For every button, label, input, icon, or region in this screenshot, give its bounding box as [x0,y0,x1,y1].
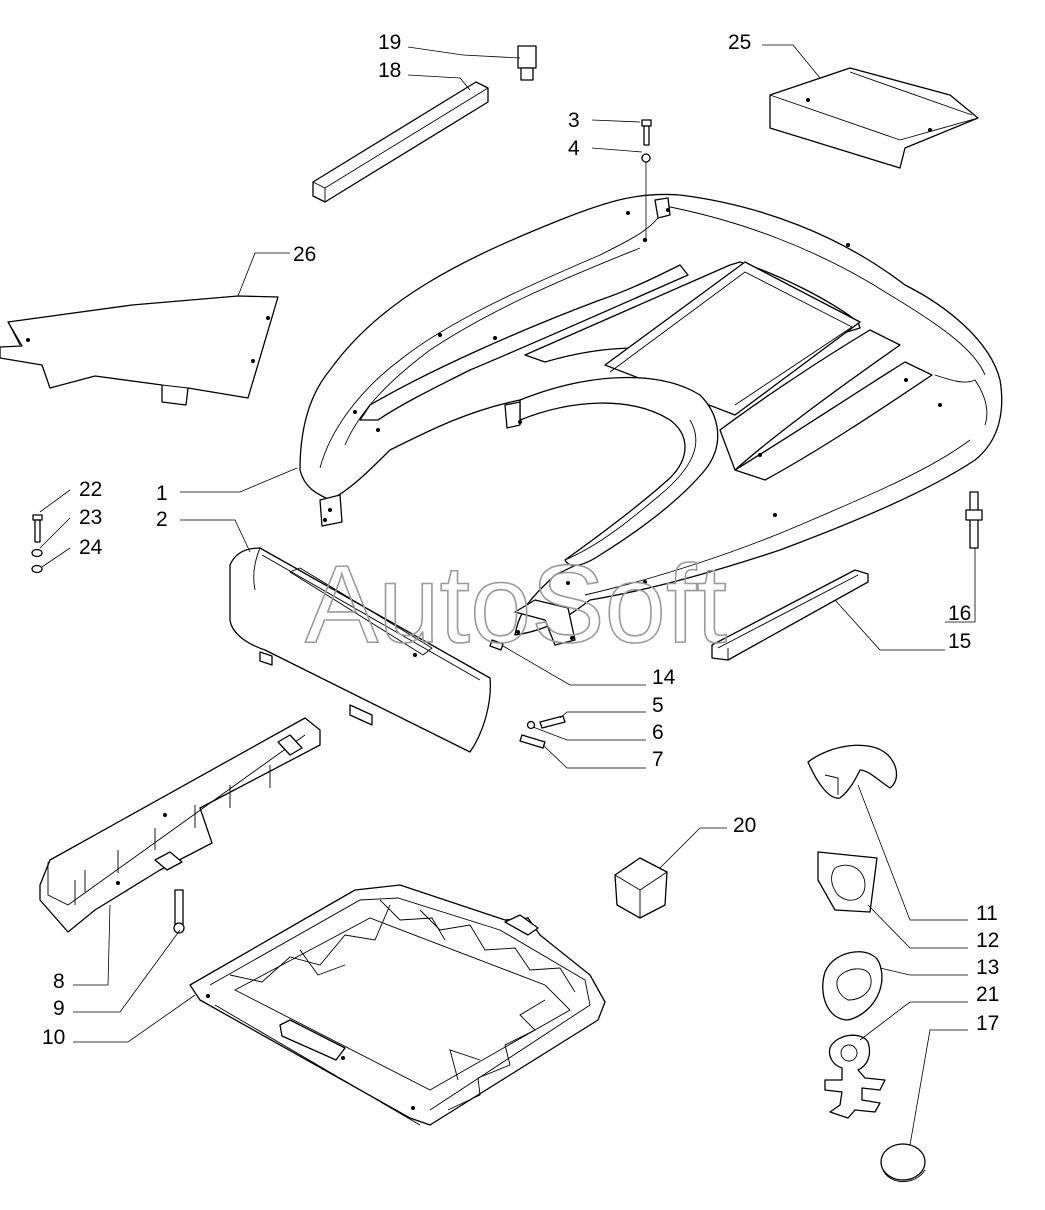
callout-12: 12 [976,929,999,952]
part-18-bar [312,81,489,203]
callout-15: 15 [948,630,971,653]
leader-lines [39,44,976,1146]
callout-10: 10 [42,1026,65,1049]
part-12-gasket [817,851,878,913]
callout-11: 11 [976,902,998,925]
callout-16: 16 [948,602,971,625]
callout-7: 7 [652,748,664,771]
part-20-block [614,857,668,919]
part-13-grommet [822,951,883,1021]
callout-18: 18 [378,59,401,82]
callout-24: 24 [79,536,103,559]
callout-19: 19 [378,31,401,54]
callout-22: 22 [79,478,102,501]
callout-20: 20 [733,814,756,837]
part-19-nut [517,45,537,81]
fasteners [31,119,652,934]
callout-9: 9 [53,997,65,1020]
part-8-rail [39,717,321,933]
part-16-stud [965,491,983,549]
callout-4: 4 [568,137,580,160]
part-15-strip [711,569,869,661]
callout-6: 6 [652,721,664,744]
callout-1: 1 [156,482,168,505]
callout-2: 2 [156,508,168,531]
callout-25: 25 [728,31,751,54]
callout-labels: 19 18 3 4 25 26 1 2 22 23 24 14 5 6 7 16… [42,31,999,1049]
callout-14: 14 [652,666,676,689]
callout-13: 13 [976,956,999,979]
part-26-cover-plate [0,295,279,406]
part-17-cap [880,1143,926,1183]
callout-8: 8 [53,970,65,993]
callout-5: 5 [652,694,664,717]
part-10-bottom-mat [189,884,606,1126]
callout-3: 3 [568,109,580,132]
part-2-front-block [229,547,491,753]
callout-21: 21 [976,983,999,1006]
part-11-clip [807,744,898,799]
callout-23: 23 [79,506,102,529]
part-25-lid [769,67,979,169]
callout-17: 17 [976,1012,999,1035]
part-1-main-shell [299,76,1003,646]
callout-26: 26 [293,243,316,266]
watermark-text: AutoSoft [305,543,727,666]
part-21-seal-profile [824,1034,886,1119]
